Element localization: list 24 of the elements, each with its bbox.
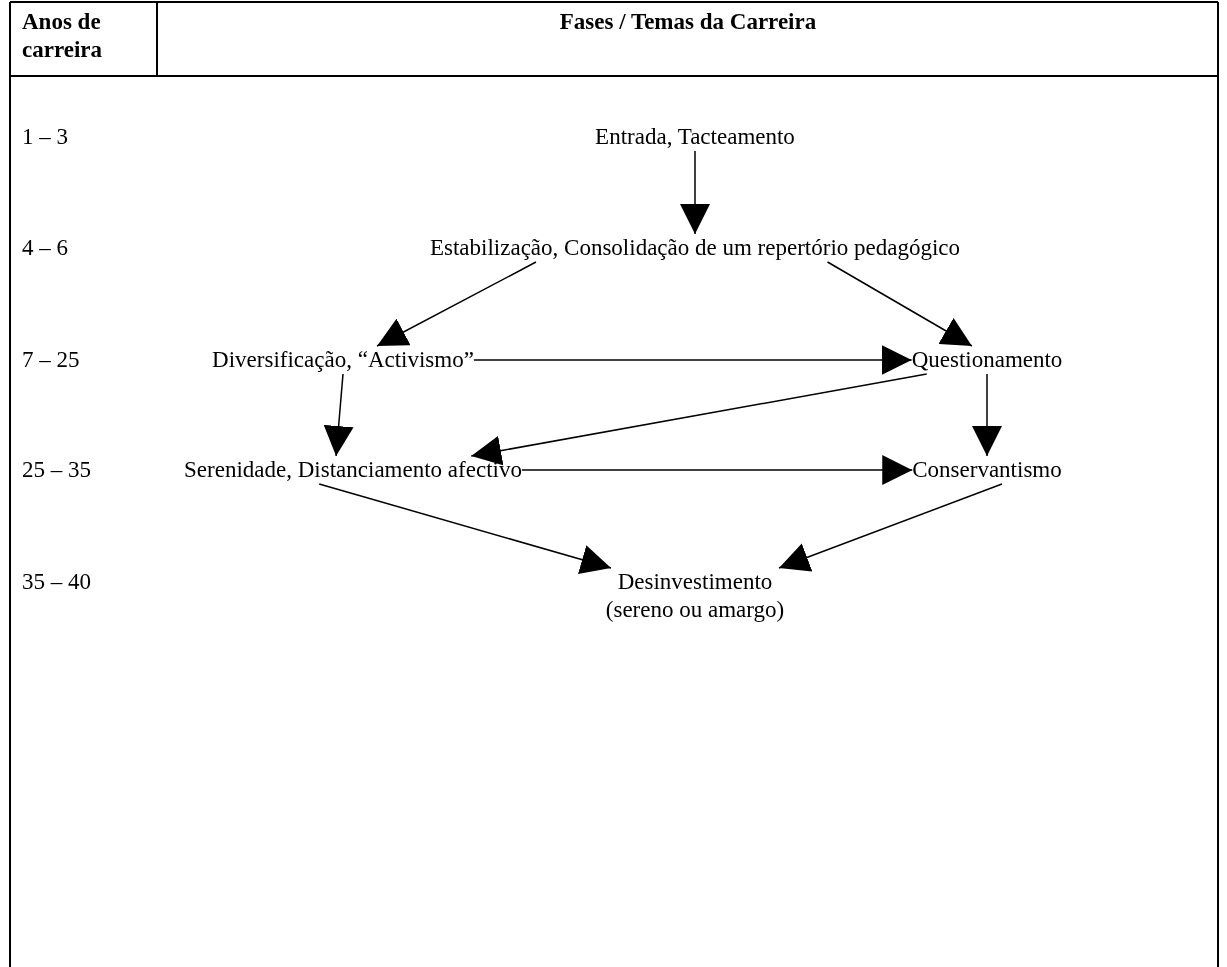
arrow [376, 261, 537, 347]
arrow [470, 373, 928, 466]
phase-text: Serenidade, Distanciamento afectivo [184, 456, 522, 484]
phase-text: Diversificação, “Activismo” [212, 346, 474, 374]
year-range: 7 – 25 [22, 346, 80, 374]
arrow [318, 483, 612, 575]
arrow [521, 455, 913, 485]
phase-text: Estabilização, Consolidação de um repertório pedagógico [429, 234, 961, 262]
phase-text: Desinvestimento (sereno ou amargo) [590, 568, 800, 624]
year-range: 1 – 3 [22, 123, 68, 151]
arrow [323, 373, 354, 457]
year-range: 25 – 35 [22, 456, 91, 484]
phase-text: Questionamento [911, 346, 1063, 374]
phase-text: Entrada, Tacteamento [595, 123, 795, 151]
year-range: 35 – 40 [22, 568, 91, 596]
phase-text: Conservantismo [912, 456, 1062, 484]
year-range: 4 – 6 [22, 234, 68, 262]
arrow [826, 261, 973, 347]
column-header: Fases / Temas da Carreira [559, 8, 817, 36]
column-header: Anos de carreira [22, 8, 104, 64]
arrow [972, 373, 1002, 457]
arrow [680, 150, 710, 235]
arrow [778, 483, 1003, 572]
arrow [473, 345, 913, 375]
